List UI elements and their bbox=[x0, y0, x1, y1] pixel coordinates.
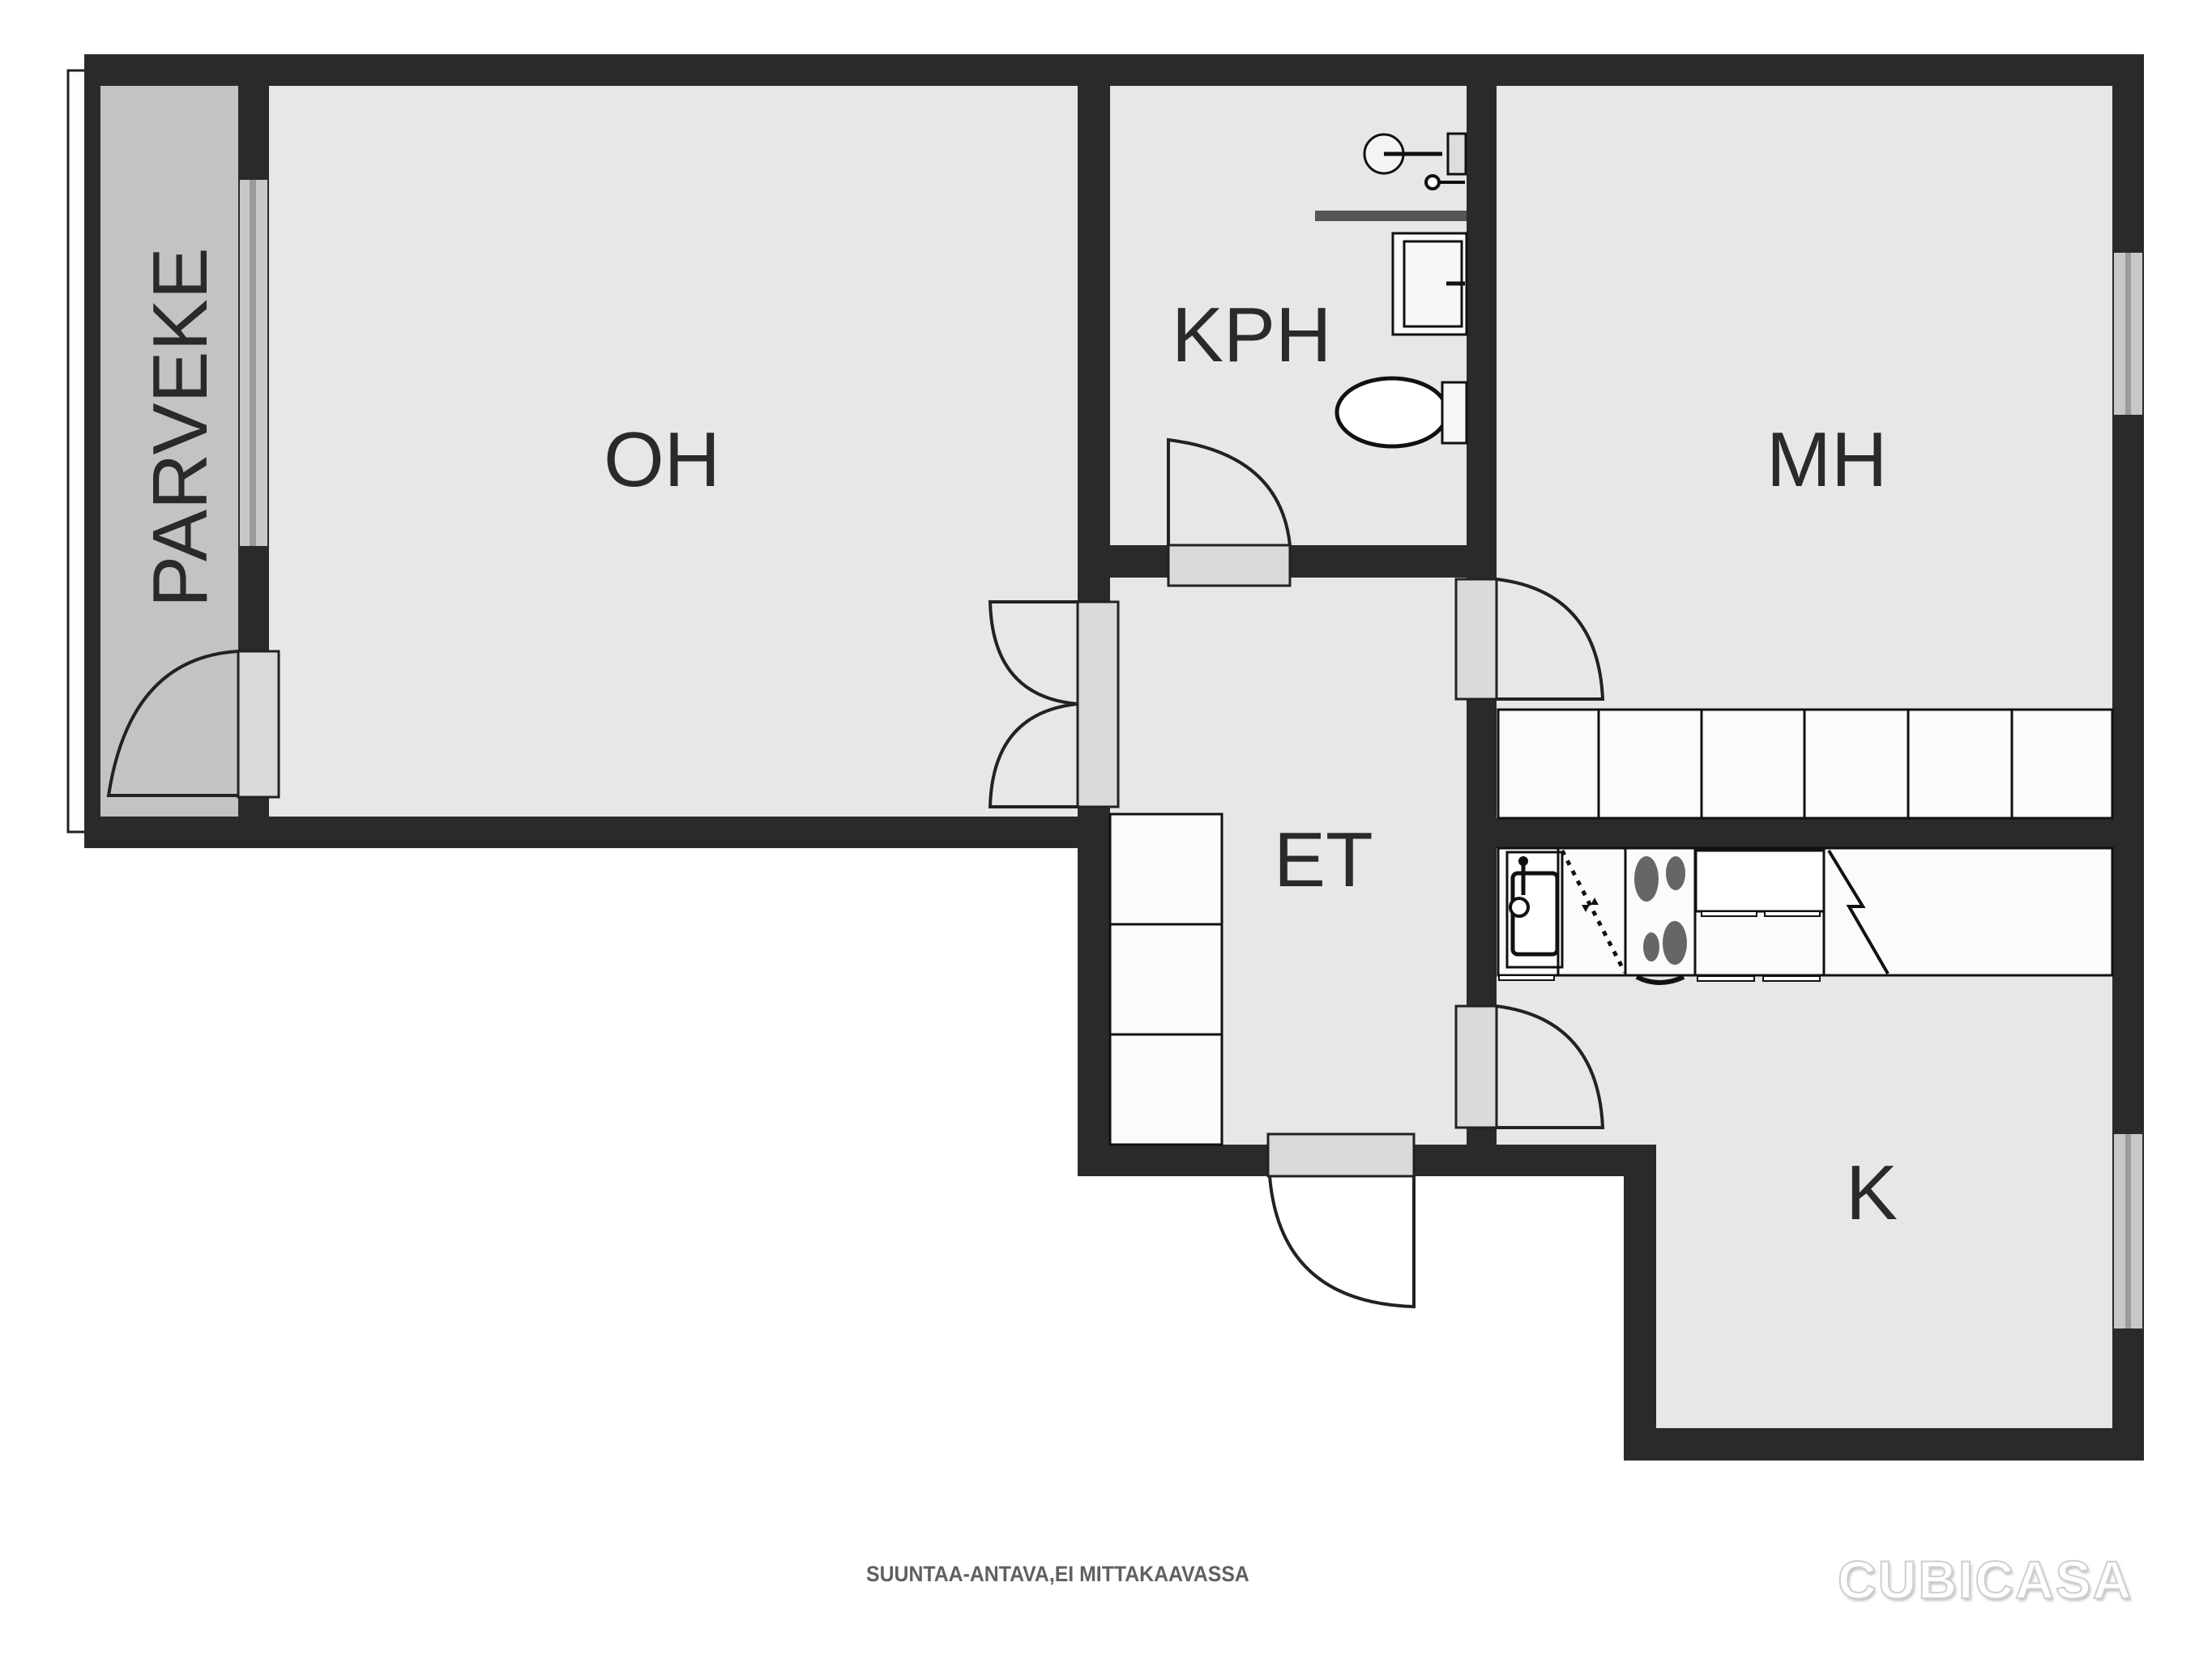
room-label-kph: KPH bbox=[1172, 292, 1331, 378]
door-entrance[interactable] bbox=[1266, 1132, 1416, 1309]
room-mh-floor bbox=[1497, 86, 2112, 818]
sink-icon bbox=[1391, 232, 1468, 336]
fridge-icon bbox=[1827, 849, 1890, 975]
kitchen-counter bbox=[1497, 847, 2114, 985]
door-kph[interactable] bbox=[1167, 437, 1292, 587]
stove-icon bbox=[1634, 856, 1687, 985]
window-oh bbox=[240, 180, 267, 546]
door-k[interactable] bbox=[1454, 1004, 1605, 1129]
door-balcony[interactable] bbox=[106, 650, 280, 799]
dishwasher-icon bbox=[1560, 849, 1627, 974]
scale-disclaimer: SUUNTAA-ANTAVA,EI MITTAKAAVASSA bbox=[866, 1562, 1249, 1586]
toilet-icon bbox=[1334, 376, 1468, 449]
room-label-et: ET bbox=[1274, 817, 1373, 903]
window-k bbox=[2114, 1134, 2142, 1328]
room-label-parveke: PARVEKE bbox=[137, 247, 224, 608]
cubicasa-logo: CUBICASA bbox=[1837, 1549, 2133, 1610]
room-oh-floor bbox=[269, 86, 1078, 817]
room-label-k: K bbox=[1846, 1149, 1898, 1236]
room-label-mh: MH bbox=[1766, 416, 1887, 503]
window-mh bbox=[2114, 253, 2142, 415]
room-parveke-floor bbox=[100, 86, 238, 817]
shower-icon bbox=[1363, 132, 1467, 190]
door-mh[interactable] bbox=[1454, 578, 1605, 701]
room-k-floor bbox=[1497, 848, 2112, 1428]
room-label-oh: OH bbox=[604, 416, 720, 503]
et-wardrobe bbox=[1108, 812, 1223, 1146]
cabinets bbox=[1694, 849, 1826, 982]
shower-screen bbox=[1315, 211, 1467, 221]
kitchen-sink-icon bbox=[1505, 851, 1564, 969]
door-oh-double[interactable] bbox=[988, 600, 1120, 808]
mh-wardrobe bbox=[1497, 708, 2114, 820]
